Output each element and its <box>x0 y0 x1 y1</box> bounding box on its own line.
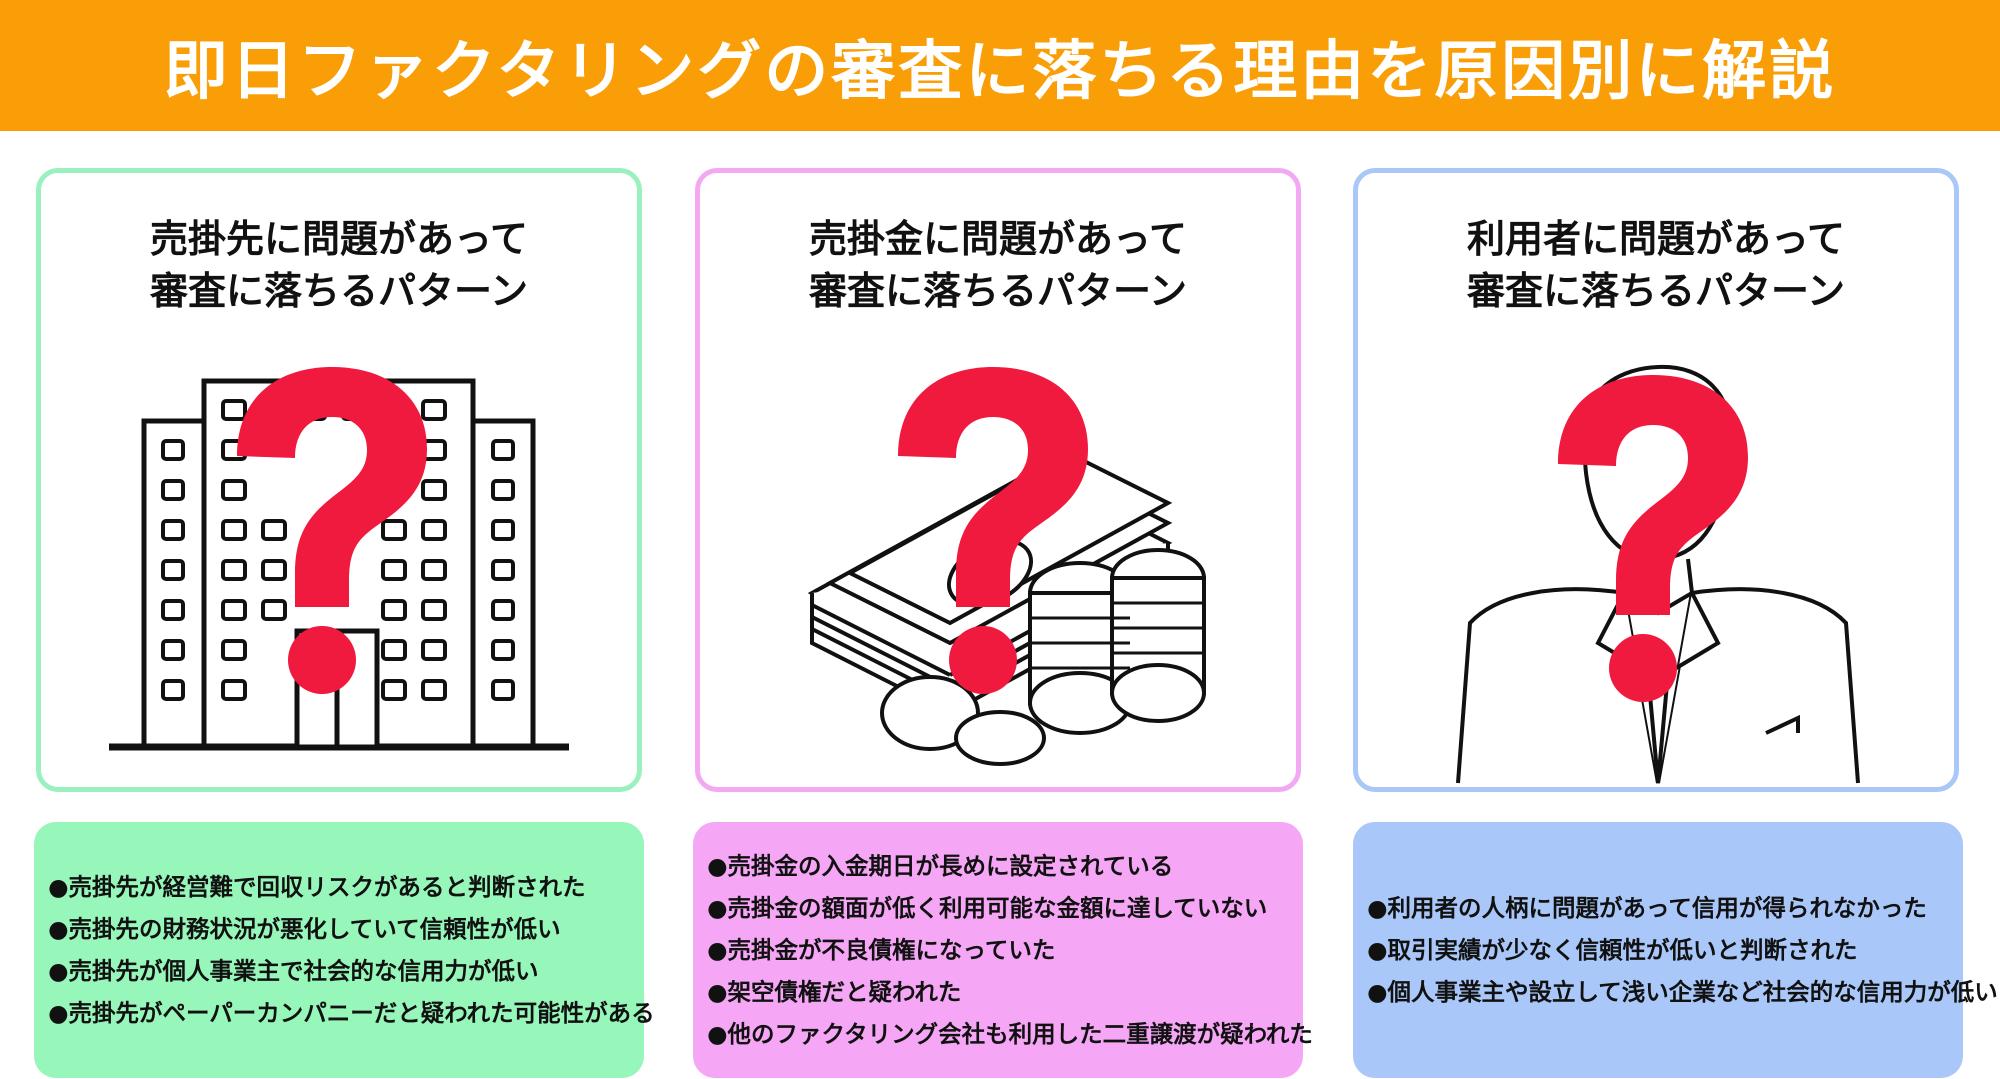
page-title: 即日ファクタリングの審査に落ちる理由を原因別に解説 <box>163 34 1837 109</box>
card-title: 売掛金に問題があって 審査に落ちるパターン <box>700 213 1296 317</box>
reason-list-receivable: ●売掛金の入金期日が長めに設定されている ●売掛金の額面が低く利用可能な金額に達… <box>693 822 1313 1078</box>
header-banner: 即日ファクタリングの審査に落ちる理由を原因別に解説 <box>0 0 2000 131</box>
list-item: ●他のファクタリング会社も利用した二重譲渡が疑われた <box>707 1020 1313 1048</box>
list-item: ●売掛先が個人事業主で社会的な信用力が低い <box>48 957 539 985</box>
question-mark-icon <box>898 367 1088 694</box>
office-building-icon <box>109 367 569 751</box>
card-title-line1: 利用者に問題があって <box>1466 217 1846 261</box>
reason-list-client: ●売掛先が経営難で回収リスクがあると判断された ●売掛先の財務状況が悪化していて… <box>34 822 655 1078</box>
card-title-line1: 売掛先に問題があって <box>149 217 529 261</box>
card-title-line2: 審査に落ちるパターン <box>1466 269 1846 313</box>
reason-list-user: ●利用者の人柄に問題があって信用が得られなかった ●取引実績が少なく信頼性が低い… <box>1353 822 1998 1078</box>
money-stack-yen-icon <box>807 367 1206 766</box>
card-receivable-problem: 売掛金に問題があって 審査に落ちるパターン <box>695 168 1301 792</box>
list-item: ●個人事業主や設立して浅い企業など社会的な信用力が低い <box>1367 978 1998 1006</box>
card-user-problem: 利用者に問題があって 審査に落ちるパターン <box>1353 168 1959 792</box>
card-title-line2: 審査に落ちるパターン <box>808 269 1188 313</box>
list-item: ●売掛金の入金期日が長めに設定されている <box>707 852 1174 880</box>
card-title: 利用者に問題があって 審査に落ちるパターン <box>1358 213 1954 317</box>
card-title: 売掛先に問題があって 審査に落ちるパターン <box>41 213 637 317</box>
list-item: ●架空債権だと疑われた <box>707 978 962 1006</box>
question-mark-icon <box>1558 375 1748 702</box>
list-item: ●売掛金が不良債権になっていた <box>707 936 1056 964</box>
card-client-problem: 売掛先に問題があって 審査に落ちるパターン <box>36 168 642 792</box>
list-item: ●利用者の人柄に問題があって信用が得られなかった <box>1367 894 1927 922</box>
list-item: ●売掛先が経営難で回収リスクがあると判断された <box>48 873 586 901</box>
list-item: ●売掛先がペーパーカンパニーだと疑われた可能性がある <box>48 999 655 1027</box>
question-mark-icon <box>237 367 427 694</box>
card-title-line2: 審査に落ちるパターン <box>149 269 529 313</box>
businessman-icon <box>1456 364 1860 784</box>
list-item: ●取引実績が少なく信頼性が低いと判断された <box>1367 936 1858 964</box>
card-title-line1: 売掛金に問題があって <box>808 217 1188 261</box>
list-item: ●売掛金の額面が低く利用可能な金額に達していない <box>707 894 1268 922</box>
list-item: ●売掛先の財務状況が悪化していて信頼性が低い <box>48 915 561 943</box>
